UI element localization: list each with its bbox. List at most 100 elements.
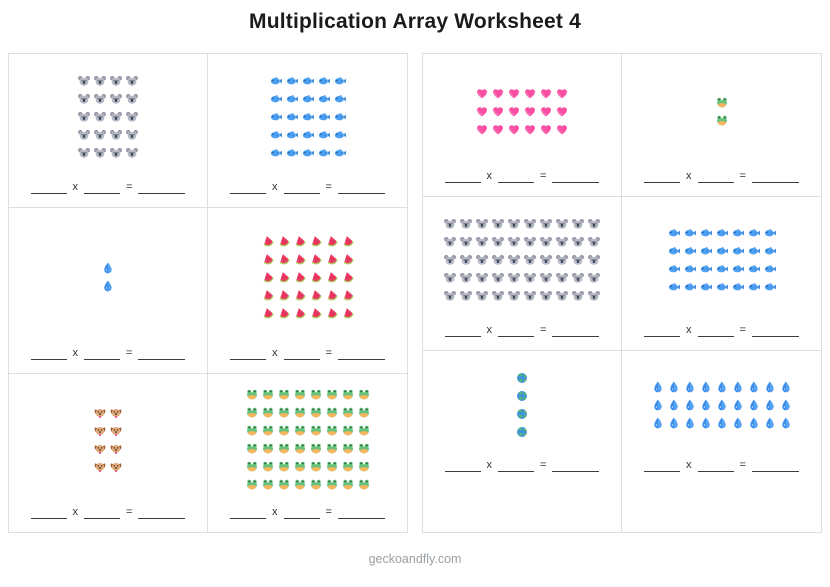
koala-icon xyxy=(78,111,90,123)
dog-icon xyxy=(110,443,122,455)
frog-icon xyxy=(326,443,338,455)
equation-blank-row: x= xyxy=(230,505,385,519)
frog-icon xyxy=(310,425,322,437)
droplet-icon xyxy=(780,417,792,429)
worksheet-cell: x= xyxy=(622,54,821,197)
koala-icon xyxy=(126,111,138,123)
droplet-icon xyxy=(780,399,792,411)
fish-icon xyxy=(318,75,330,87)
fish-icon xyxy=(668,281,680,293)
frog-icon xyxy=(342,389,354,401)
product-blank xyxy=(337,506,385,519)
droplet-icon xyxy=(764,381,776,393)
frog-icon xyxy=(262,443,274,455)
watermelon-icon xyxy=(262,289,274,301)
droplet-icon xyxy=(684,417,696,429)
koala-icon xyxy=(444,254,456,266)
frog-icon xyxy=(278,407,290,419)
koala-icon xyxy=(572,254,584,266)
factor2-blank xyxy=(697,170,734,183)
heart-icon xyxy=(524,88,536,100)
watermelon-icon xyxy=(326,307,338,319)
frog-icon xyxy=(716,115,728,127)
frog-icon xyxy=(310,461,322,473)
times-symbol: x xyxy=(686,459,692,471)
page-title: Multiplication Array Worksheet 4 xyxy=(249,10,581,33)
droplet-icon xyxy=(668,417,680,429)
emoji-grid xyxy=(668,227,776,293)
worksheet-cell: x= xyxy=(423,197,622,351)
heart-icon xyxy=(492,106,504,118)
heart-icon xyxy=(476,124,488,136)
koala-icon xyxy=(588,290,600,302)
worksheet-cell: x= xyxy=(423,54,622,197)
watermelon-icon xyxy=(294,289,306,301)
frog-icon xyxy=(358,461,370,473)
fish-icon xyxy=(732,245,744,257)
koala-icon xyxy=(492,218,504,230)
equation-blank-row: x= xyxy=(30,505,186,519)
product-blank xyxy=(552,170,600,183)
frog-icon xyxy=(342,425,354,437)
factor2-blank xyxy=(84,347,121,360)
factor2-blank xyxy=(498,324,535,337)
worksheet-cell: x= xyxy=(622,351,821,532)
fish-icon xyxy=(700,281,712,293)
frog-icon xyxy=(358,443,370,455)
droplet-icon xyxy=(668,399,680,411)
watermelon-icon xyxy=(278,253,290,265)
fish-icon xyxy=(684,281,696,293)
koala-icon xyxy=(492,254,504,266)
koala-icon xyxy=(460,272,472,284)
watermelon-icon xyxy=(278,307,290,319)
watermelon-icon xyxy=(278,289,290,301)
product-blank xyxy=(751,324,799,337)
droplet-icon xyxy=(684,381,696,393)
heart-icon xyxy=(524,106,536,118)
droplet-icon xyxy=(668,381,680,393)
watermelon-icon xyxy=(342,235,354,247)
frog-icon xyxy=(278,461,290,473)
footer-site-label: geckoandfly.com xyxy=(368,552,462,566)
fish-icon xyxy=(318,129,330,141)
emoji-grid xyxy=(716,97,728,127)
koala-icon xyxy=(110,93,122,105)
watermelon-icon xyxy=(294,235,306,247)
koala-icon xyxy=(588,218,600,230)
equation-blank-row: x= xyxy=(30,180,186,194)
globe-icon xyxy=(516,372,528,384)
frog-icon xyxy=(246,461,258,473)
frog-icon xyxy=(326,479,338,491)
koala-icon xyxy=(524,272,536,284)
worksheet-cell: x= xyxy=(208,374,407,532)
koala-icon xyxy=(126,93,138,105)
watermelon-icon xyxy=(326,235,338,247)
frog-icon xyxy=(310,479,322,491)
koala-icon xyxy=(444,236,456,248)
watermelon-icon xyxy=(326,271,338,283)
koala-icon xyxy=(460,290,472,302)
emoji-grid xyxy=(78,75,138,159)
heart-icon xyxy=(540,106,552,118)
koala-icon xyxy=(492,236,504,248)
fish-icon xyxy=(748,245,760,257)
frog-icon xyxy=(294,425,306,437)
globe-icon xyxy=(516,390,528,402)
droplet-icon xyxy=(102,280,114,292)
factor1-blank xyxy=(230,181,267,194)
frog-icon xyxy=(326,389,338,401)
factor1-blank xyxy=(230,347,267,360)
factor1-blank xyxy=(644,324,681,337)
factor2-blank xyxy=(498,459,535,472)
watermelon-icon xyxy=(342,289,354,301)
times-symbol: x xyxy=(272,347,278,359)
frog-icon xyxy=(326,425,338,437)
droplet-icon xyxy=(732,381,744,393)
koala-icon xyxy=(476,272,488,284)
koala-icon xyxy=(126,147,138,159)
frog-icon xyxy=(246,425,258,437)
fish-icon xyxy=(732,227,744,239)
fish-icon xyxy=(334,129,346,141)
fish-icon xyxy=(668,263,680,275)
koala-icon xyxy=(540,254,552,266)
